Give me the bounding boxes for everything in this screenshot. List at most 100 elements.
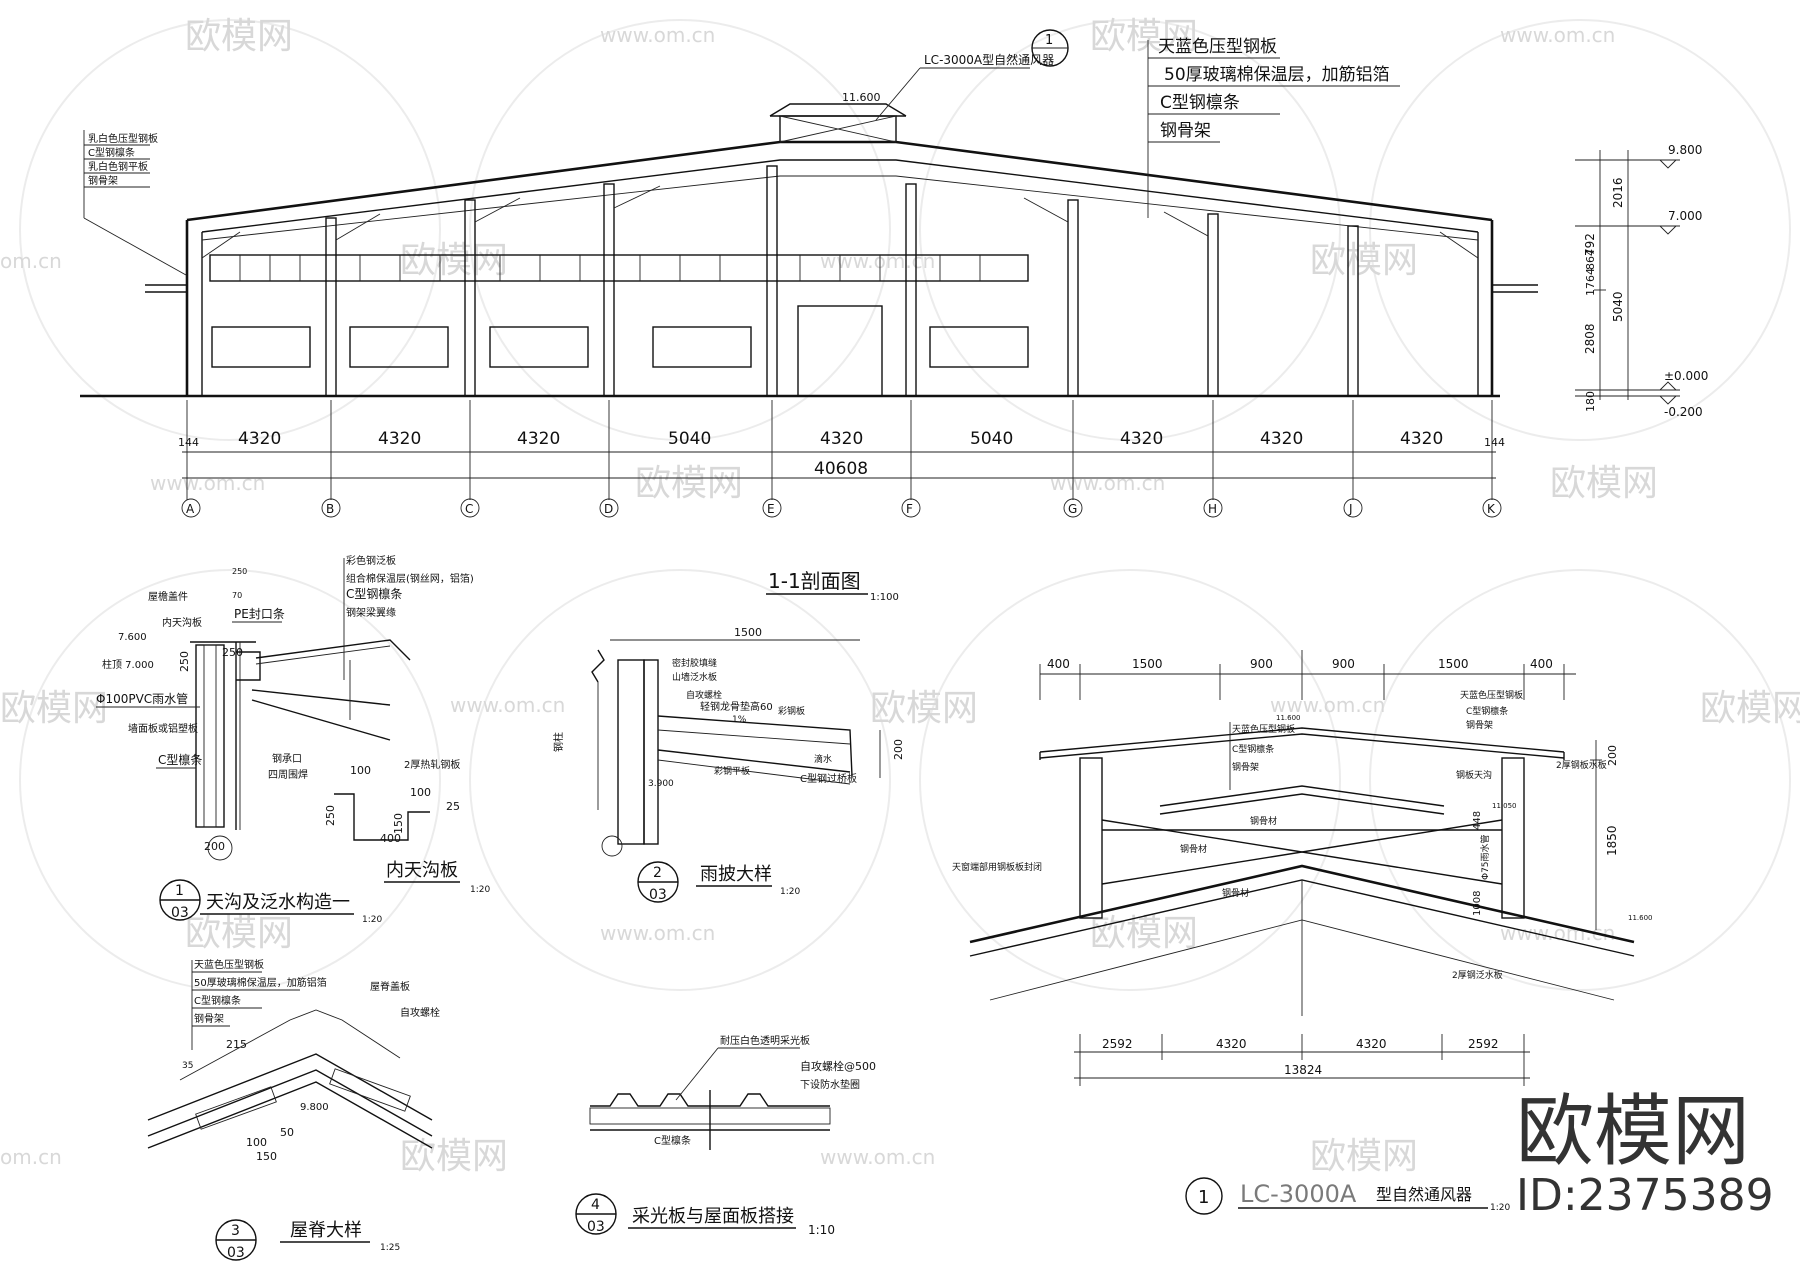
axis-bubbles: A B C D E F G H J K — [181, 498, 1502, 518]
svg-text:180: 180 — [1584, 391, 1597, 412]
vent-detail-code: LC-3000A — [1240, 1180, 1357, 1208]
watermark-layer: 欧模网 欧模网 欧模网 欧模网 欧模网 欧模网 欧模网 欧模网 欧模网 欧模网 … — [0, 16, 1800, 1177]
branding-block: 欧模网 ID:2375389 — [1516, 1087, 1774, 1221]
svg-text:钢骨架: 钢骨架 — [194, 1012, 224, 1025]
watermark-brand: 欧模网 — [400, 1136, 508, 1177]
svg-text:1:10: 1:10 — [808, 1223, 835, 1237]
svg-text:1: 1 — [175, 883, 184, 899]
svg-text:03: 03 — [171, 905, 189, 921]
svg-text:自攻螺栓@500: 自攻螺栓@500 — [800, 1059, 876, 1073]
window — [652, 326, 752, 368]
watermark-brand: 欧模网 — [185, 913, 293, 954]
detail-4-title: 采光板与屋面板搭接 — [632, 1206, 794, 1227]
svg-text:1764: 1764 — [1584, 268, 1597, 296]
svg-text:J: J — [1348, 502, 1353, 516]
svg-text:200: 200 — [892, 739, 905, 760]
vent-detail-name: 型自然通风器 — [1376, 1185, 1472, 1204]
svg-text:400: 400 — [380, 832, 401, 845]
svg-text:2厚钢泛水板: 2厚钢泛水板 — [1452, 969, 1503, 981]
svg-text:C型钢檩条: C型钢檩条 — [194, 994, 241, 1007]
svg-text:C型檩条: C型檩条 — [654, 1134, 691, 1147]
svg-text:C型钢檩条: C型钢檩条 — [1232, 743, 1274, 755]
svg-text:C型钢檩条: C型钢檩条 — [1160, 93, 1240, 113]
svg-text:3.900: 3.900 — [648, 779, 674, 789]
window — [929, 326, 1029, 368]
detail-1-title: 天沟及泛水构造一 — [206, 892, 350, 913]
svg-text:864: 864 — [1584, 249, 1597, 270]
svg-text:448: 448 — [1472, 811, 1483, 830]
svg-text:150: 150 — [392, 813, 405, 834]
watermark-url: www.om.cn — [600, 921, 715, 945]
svg-text:7.000: 7.000 — [1668, 209, 1702, 223]
svg-text:11.600: 11.600 — [1628, 914, 1653, 922]
section-title: 1-1剖面图 1:100 — [766, 569, 899, 603]
svg-text:13824: 13824 — [1284, 1063, 1322, 1077]
svg-text:钢骨材: 钢骨材 — [1222, 887, 1249, 899]
watermark-brand: 欧模网 — [185, 16, 293, 57]
svg-text:4320: 4320 — [1216, 1037, 1247, 1051]
svg-text:-0.200: -0.200 — [1664, 405, 1703, 419]
svg-text:250: 250 — [178, 651, 191, 672]
watermark-url: www.om.cn — [820, 249, 935, 273]
svg-text:±0.000: ±0.000 — [1664, 369, 1708, 383]
svg-text:7.600: 7.600 — [118, 632, 147, 643]
watermark-url-short: om.cn — [0, 249, 62, 273]
svg-text:密封胶填缝: 密封胶填缝 — [672, 657, 717, 669]
svg-text:K: K — [1487, 502, 1496, 516]
svg-text:1:20: 1:20 — [362, 915, 382, 925]
svg-text:4320: 4320 — [820, 429, 863, 449]
svg-text:C型钢檩条: C型钢檩条 — [88, 146, 135, 159]
window-band — [209, 254, 1029, 282]
brand-logo-text: 欧模网 — [1516, 1087, 1750, 1177]
watermark-brand: 欧模网 — [1090, 913, 1198, 954]
svg-text:5040: 5040 — [970, 429, 1013, 449]
svg-text:轻钢龙骨垫高60: 轻钢龙骨垫高60 — [700, 700, 773, 713]
svg-text:1: 1 — [1198, 1187, 1209, 1208]
svg-text:2: 2 — [653, 865, 662, 881]
svg-text:1:20: 1:20 — [470, 885, 490, 895]
svg-text:1:25: 1:25 — [380, 1243, 400, 1253]
svg-text:200: 200 — [204, 840, 225, 853]
svg-text:组合棉保温层(钢丝网，铝箔): 组合棉保温层(钢丝网，铝箔) — [346, 572, 474, 585]
svg-text:4320: 4320 — [1400, 429, 1443, 449]
svg-text:5040: 5040 — [668, 429, 711, 449]
watermark-url: www.om.cn — [1270, 693, 1385, 717]
detail-2-title: 雨披大样 — [700, 864, 772, 885]
svg-text:C型檩条: C型檩条 — [158, 752, 202, 767]
svg-text:天蓝色压型钢板: 天蓝色压型钢板 — [1460, 689, 1523, 701]
svg-text:215: 215 — [226, 1038, 247, 1051]
svg-text:2厚热轧钢板: 2厚热轧钢板 — [404, 758, 460, 771]
svg-text:9.800: 9.800 — [300, 1102, 329, 1113]
horizontal-dimensions: 144 144 4320 4320 4320 5040 4320 5040 43… — [178, 400, 1505, 500]
brand-id-text: ID:2375389 — [1516, 1170, 1774, 1221]
svg-text:1850: 1850 — [1605, 825, 1619, 856]
section-title-text: 1-1剖面图 — [768, 569, 861, 593]
svg-text:滴水: 滴水 — [814, 753, 832, 765]
svg-text:900: 900 — [1332, 657, 1355, 671]
roof-legend: 天蓝色压型钢板 50厚玻璃棉保温层，加筋铝箔 C型钢檩条 钢骨架 — [1147, 37, 1400, 218]
svg-text:792: 792 — [1583, 233, 1597, 256]
detail-ventilator: 400 1500 900 900 1500 400 2592 — [952, 650, 1653, 1215]
svg-text:4320: 4320 — [1120, 429, 1163, 449]
window — [489, 326, 589, 368]
watermark-url: www.om.cn — [820, 1145, 935, 1169]
watermark-brand: 欧模网 — [400, 240, 508, 281]
svg-text:70: 70 — [232, 591, 242, 600]
svg-text:2厚钢板水板: 2厚钢板水板 — [1556, 759, 1607, 771]
watermark-brand: 欧模网 — [1310, 1136, 1418, 1177]
svg-text:钢骨材: 钢骨材 — [1180, 843, 1207, 855]
ridge-level: 11.600 — [842, 91, 881, 104]
detail-2-canopy: 1500 密封胶填缝 山墙泛水板 自攻螺栓 轻钢龙骨垫高60 1% 彩钢板 钢柱… — [552, 626, 905, 903]
svg-text:200: 200 — [1606, 745, 1619, 766]
svg-text:11.050: 11.050 — [1492, 802, 1517, 810]
watermark-url: www.om.cn — [450, 693, 565, 717]
svg-text:内天沟板: 内天沟板 — [162, 616, 202, 629]
svg-text:1%: 1% — [732, 715, 747, 725]
svg-text:4320: 4320 — [1260, 429, 1303, 449]
door — [797, 305, 883, 397]
svg-text:4320: 4320 — [238, 429, 281, 449]
svg-text:钢板天沟: 钢板天沟 — [1456, 769, 1492, 781]
svg-text:2592: 2592 — [1468, 1037, 1499, 1051]
svg-text:A: A — [186, 502, 195, 516]
watermark-brand: 欧模网 — [635, 463, 743, 504]
